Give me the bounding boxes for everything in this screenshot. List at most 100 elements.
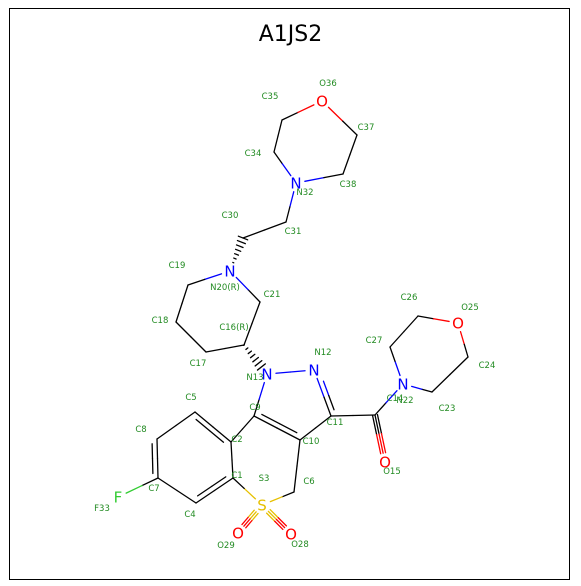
bond-s3-c1: [232, 477, 245, 490]
bond-c17-c16: [205, 347, 226, 353]
atom-label-c16: C16(R): [219, 323, 248, 333]
atom-label-n32: N32: [296, 188, 313, 198]
bond-c27-c26: [403, 315, 419, 333]
atom-label-c19: C19: [169, 261, 186, 271]
atom-label-c37: C37: [358, 123, 375, 133]
bond-c4-c1: [196, 485, 213, 497]
atom-label-c5: C5: [185, 393, 196, 403]
bond-n32-c38: [323, 173, 344, 179]
stereo-bond-n20-c30: [236, 239, 246, 245]
bond-c31-c30: [263, 221, 287, 231]
atom-label-o36: O36: [319, 79, 337, 89]
atom-label-o29: O29: [217, 541, 235, 551]
bond-s3-o29: [241, 516, 249, 526]
atom-label-c26: C26: [401, 293, 418, 303]
bond-c18-c17: [175, 321, 192, 338]
bond-c8-c7: [156, 457, 159, 479]
bond-c11-c14: [330, 414, 354, 417]
bond-c1-c2: [231, 459, 234, 479]
stereo-bond-c16-n13: [252, 356, 259, 363]
bond-c37-c38: [349, 134, 358, 156]
bond-c34-n32: [273, 151, 284, 165]
atom-label-c11: C11: [327, 418, 344, 428]
atom-label-c9: C9: [249, 403, 260, 413]
bond-c7-c4: [176, 489, 197, 504]
bond-c9-c2: [241, 415, 255, 430]
bond-s3-o29: [247, 509, 255, 519]
bond-o25-c24: [463, 343, 469, 358]
atom-label-n12: N12: [314, 348, 331, 358]
bond-c4-c1: [211, 476, 227, 488]
bond-c2-c5: [209, 430, 225, 443]
bond-n12-c11: [316, 377, 325, 398]
bond-c35-o36: [281, 111, 299, 121]
stereo-bond-c16-n13: [254, 359, 263, 367]
atom-label-c23: C23: [439, 404, 456, 414]
bond-c2-c5: [212, 426, 232, 443]
bond-c19-c18: [181, 284, 189, 305]
bond-c34-n32: [281, 163, 292, 177]
bond-n22-c27: [394, 360, 401, 377]
bond-n20-c19: [204, 273, 223, 281]
bond-layer: [125, 104, 469, 531]
bond-c24-c23: [449, 356, 469, 376]
stereo-bond-n20-c30: [234, 253, 240, 256]
atom-label-c10: C10: [303, 437, 320, 447]
bond-c24-c23: [431, 373, 451, 393]
bond-n32-c38: [304, 177, 325, 182]
bond-c27-c26: [389, 330, 405, 348]
bond-s3-o28: [267, 510, 278, 521]
atom-label-s3: S3: [259, 474, 270, 484]
bond-n22-c27: [389, 346, 396, 362]
atom-symbol-f33: F: [114, 489, 123, 507]
bond-o36-c37: [342, 120, 358, 136]
atom-label-f33: F33: [94, 504, 110, 514]
atom-label-c38: C38: [340, 180, 357, 190]
bond-c14-o15: [380, 432, 387, 454]
atom-label-c17: C17: [190, 359, 207, 369]
bond-c23-n22: [421, 388, 433, 393]
bond-n12-c11: [328, 394, 335, 411]
atom-symbol-n13: N: [261, 366, 272, 384]
atom-label-c14: C14: [387, 394, 404, 404]
diagram-frame: [9, 8, 570, 580]
bond-c9-c2: [230, 428, 244, 443]
atom-label-c4: C4: [184, 510, 195, 520]
atom-symbol-o15: O: [379, 454, 391, 472]
bond-c11-c10: [314, 415, 332, 429]
bond-c10-c6: [296, 439, 301, 467]
bond-c26-o25: [432, 318, 450, 323]
stereo-bond-c16-n13: [242, 344, 246, 346]
atom-label-o28: O28: [291, 540, 309, 550]
atom-label-c21: C21: [264, 290, 281, 300]
bond-s3-o29: [249, 511, 257, 520]
bond-n13-n12: [275, 371, 292, 374]
atom-symbol-o25: O: [452, 315, 464, 333]
bond-s3-o29: [251, 512, 259, 522]
bond-n13-n12: [289, 370, 306, 373]
bond-s3-c1: [243, 487, 257, 500]
stereo-bond-n20-c30: [233, 257, 237, 260]
atom-symbol-n12: N: [308, 362, 319, 380]
atom-label-c34: C34: [245, 149, 262, 159]
bond-c23-n22: [411, 385, 423, 390]
bond-c6-s3: [281, 491, 295, 498]
bond-c14-o15: [374, 414, 380, 435]
bond-c7-f33: [141, 477, 159, 487]
bond-n12-c11: [323, 396, 332, 417]
atom-symbol-o29: O: [232, 525, 244, 543]
bond-c17-c16: [224, 344, 245, 350]
bond-c14-n22: [374, 402, 387, 416]
atom-label-c8: C8: [135, 425, 146, 435]
stereo-bond-c16-n13: [245, 347, 249, 351]
bond-c35-c34: [277, 119, 283, 137]
atom-label-c35: C35: [262, 92, 279, 102]
bond-c35-c34: [273, 135, 279, 153]
atom-label-c24: C24: [479, 361, 496, 371]
atom-symbol-o36: O: [316, 93, 328, 111]
atom-label-c2: C2: [231, 435, 242, 445]
bond-c8-c7: [156, 438, 159, 460]
atom-label-c30: C30: [222, 211, 239, 221]
atom-label-c18: C18: [152, 316, 169, 326]
